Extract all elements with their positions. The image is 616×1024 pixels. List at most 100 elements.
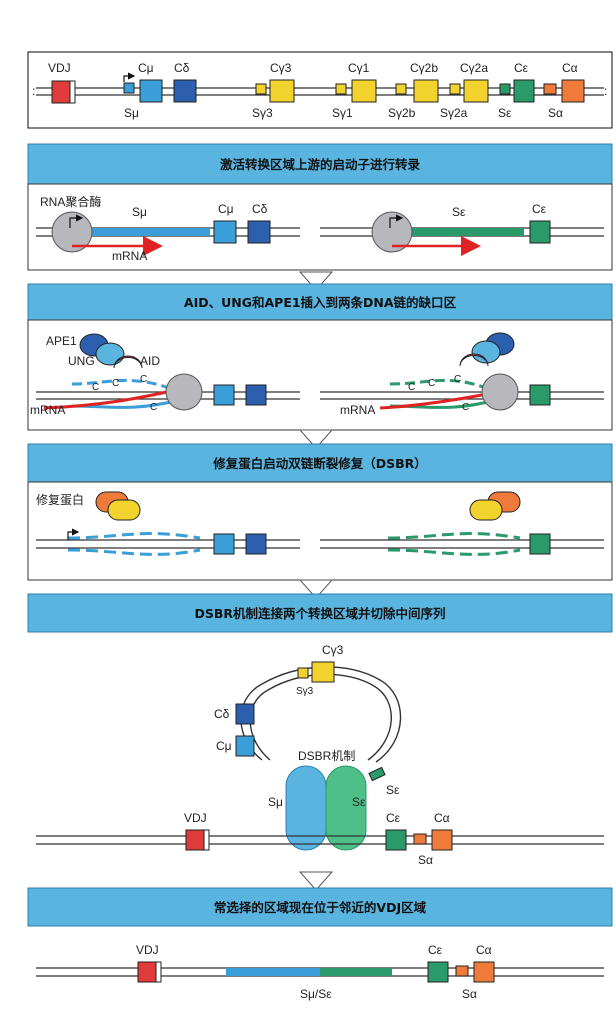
label-s-eps: Sε bbox=[498, 106, 512, 120]
c-mu-gene bbox=[139, 79, 163, 103]
step-banner bbox=[27, 283, 613, 321]
c-g2a-gene bbox=[463, 79, 489, 103]
c-delta-gene bbox=[245, 533, 267, 555]
label-s-g3: Sγ3 bbox=[296, 686, 314, 697]
s-mu-strand-top bbox=[71, 378, 181, 394]
label-vdj: VDJ bbox=[184, 811, 207, 825]
label-s-eps: Sε bbox=[352, 795, 366, 809]
s-g3-region bbox=[297, 667, 309, 679]
label-c: C bbox=[150, 402, 157, 413]
excised-loop-inner bbox=[249, 673, 392, 761]
c-g3-gene bbox=[311, 661, 335, 683]
aid-protein bbox=[459, 353, 489, 367]
step-title: 激活转换区域上游的启动子进行转录 bbox=[220, 157, 421, 172]
step-2: AID、UNG和APE1插入到两条DNA链的缺口区 APE1 UNG AID C… bbox=[27, 283, 613, 431]
panel-gene-locus: : : VDJ Cμ Sμ Cδ Cγ3 Sγ3 Cγ1 Sγ1 Cγ2b Sγ… bbox=[27, 51, 613, 129]
vdj-j-segment bbox=[155, 961, 162, 983]
label-ung: UNG bbox=[68, 354, 95, 368]
s-eps-strand-bottom bbox=[387, 548, 521, 556]
step-1: 激活转换区域上游的启动子进行转录 RNA聚合酶 Sμ Cμ Cδ mRNA Sε… bbox=[27, 143, 613, 271]
vdj-j-segment bbox=[69, 80, 76, 104]
label-c-g1: Cγ1 bbox=[348, 61, 370, 75]
label-c-alpha: Cα bbox=[562, 61, 578, 75]
c-delta-gene bbox=[245, 384, 267, 406]
label-mrna: mRNA bbox=[340, 403, 375, 417]
c-delta-gene bbox=[247, 220, 271, 244]
vdj-j-segment bbox=[203, 829, 210, 851]
s-alpha-region bbox=[413, 833, 427, 845]
s-mu-region bbox=[226, 968, 320, 976]
c-eps-gene bbox=[513, 79, 535, 103]
label-s-mu: Sμ bbox=[268, 795, 283, 809]
down-arrow-icon bbox=[298, 429, 334, 449]
label-s-mu-eps: Sμ/Sε bbox=[300, 987, 332, 1001]
c-delta-gene bbox=[235, 703, 255, 725]
label-mrna: mRNA bbox=[30, 403, 65, 417]
c-eps-gene bbox=[529, 384, 551, 406]
aid-protein bbox=[113, 355, 143, 369]
step-title: DSBR机制连接两个转换区域并切除中间序列 bbox=[194, 606, 445, 621]
dsbr-complex-mu bbox=[285, 765, 327, 851]
vdj-segment bbox=[51, 80, 71, 104]
vdj-segment bbox=[185, 829, 205, 851]
label-c-mu: Cμ bbox=[218, 202, 234, 216]
label-c-mu: Cμ bbox=[216, 739, 232, 753]
label-c-delta: Cδ bbox=[252, 202, 268, 216]
step-panel bbox=[27, 319, 613, 431]
label-s-alpha: Sα bbox=[418, 853, 433, 867]
label-c-eps: Cε bbox=[386, 811, 401, 825]
s-eps-region bbox=[499, 83, 511, 95]
c-delta-gene bbox=[173, 79, 197, 103]
ung-protein bbox=[471, 340, 501, 364]
c-alpha-gene bbox=[473, 961, 495, 983]
label-aid: AID bbox=[140, 354, 160, 368]
label-dsbr: DSBR机制 bbox=[298, 749, 355, 763]
label-s-g1: Sγ1 bbox=[332, 106, 353, 120]
promoter-arrow-icon bbox=[123, 72, 136, 82]
label-c-g2a: Cγ2a bbox=[460, 61, 488, 75]
rna-polymerase bbox=[371, 211, 413, 253]
label-s-eps-loop: Sε bbox=[386, 783, 400, 797]
c-eps-gene bbox=[385, 829, 407, 851]
label-c: C bbox=[428, 378, 435, 389]
s-eps-fragment bbox=[368, 766, 386, 782]
label-mrna: mRNA bbox=[112, 249, 147, 263]
s-g3-region bbox=[255, 83, 267, 95]
step-panel bbox=[27, 183, 613, 271]
label-c-g2b: Cγ2b bbox=[410, 61, 438, 75]
c-eps-gene bbox=[529, 220, 551, 244]
label-c-g3: Cγ3 bbox=[270, 61, 292, 75]
label-c-delta: Cδ bbox=[174, 61, 190, 75]
c-alpha-gene bbox=[431, 829, 453, 851]
s-g2a-region bbox=[449, 83, 461, 95]
c-alpha-gene bbox=[561, 79, 585, 103]
label-c: C bbox=[112, 378, 119, 389]
s-eps-region bbox=[388, 228, 524, 236]
down-arrow-icon bbox=[298, 579, 334, 599]
label-s-alpha: Sα bbox=[548, 106, 563, 120]
step-5: 常选择的区域现在位于邻近的VDJ区域 VDJ Cε Cα Sα Sμ/Sε bbox=[27, 887, 613, 1001]
label-s-g3: Sγ3 bbox=[252, 106, 273, 120]
rna-polymerase bbox=[481, 373, 519, 411]
promoter-arrow-icon bbox=[69, 214, 84, 228]
label-vdj: VDJ bbox=[48, 61, 71, 75]
promoter-arrow-icon bbox=[389, 214, 404, 228]
s-alpha-region bbox=[455, 965, 469, 977]
rna-polymerase bbox=[51, 211, 93, 253]
label-s-g2b: Sγ2b bbox=[388, 106, 416, 120]
step-banner bbox=[27, 443, 613, 483]
vdj-segment bbox=[137, 961, 157, 983]
label-repair-protein: 修复蛋白 bbox=[36, 492, 84, 507]
s-g1-region bbox=[335, 83, 347, 95]
label-rna-pol: RNA聚合酶 bbox=[40, 194, 101, 209]
step-title: AID、UNG和APE1插入到两条DNA链的缺口区 bbox=[184, 295, 457, 310]
step-banner bbox=[27, 143, 613, 185]
c-mu-gene bbox=[235, 735, 255, 757]
s-eps-region bbox=[320, 968, 392, 976]
label-c-alpha: Cα bbox=[476, 943, 492, 957]
label-c: C bbox=[408, 382, 415, 393]
label-c-eps: Cε bbox=[532, 202, 547, 216]
c-g1-gene bbox=[351, 79, 377, 103]
rna-polymerase bbox=[165, 373, 203, 411]
locus-dots-left: : bbox=[32, 84, 35, 98]
